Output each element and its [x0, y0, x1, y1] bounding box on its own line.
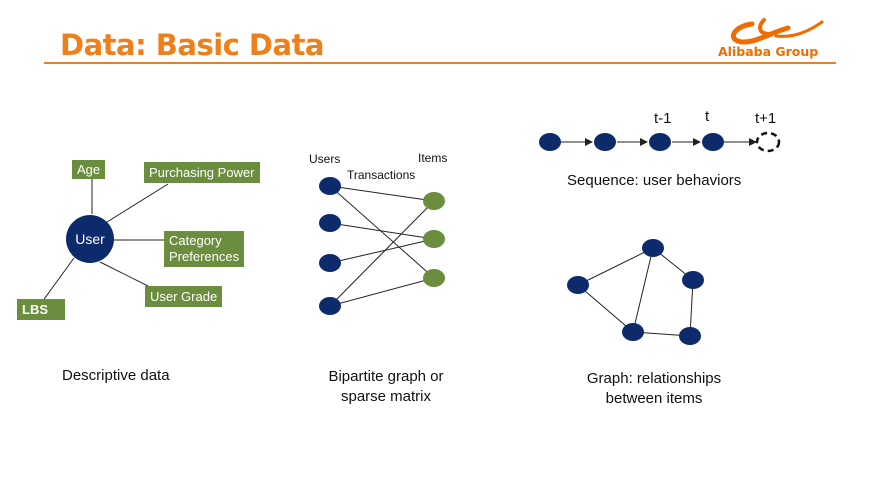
- bipartite-caption: Bipartite graph or sparse matrix: [328, 368, 444, 405]
- future-node: [755, 131, 781, 153]
- item-graph-edges: [577, 247, 694, 337]
- attribute-lbs: LBS: [17, 299, 65, 320]
- attribute-user-grade: User Grade: [145, 286, 223, 307]
- transactions-label: Transactions: [347, 168, 416, 182]
- user-node: [66, 215, 114, 263]
- bipartite-edges: [329, 185, 435, 307]
- attribute-category-preferences: Category Preferences: [164, 231, 245, 267]
- attribute-purchasing-power: Purchasing Power: [144, 162, 260, 183]
- label-t: t: [705, 108, 710, 125]
- graph-caption: Graph: relationships between items: [586, 370, 722, 407]
- alibaba-logo-icon: [730, 18, 824, 45]
- bipartite-item-nodes: [423, 192, 445, 287]
- label-t-plus-1: t+1: [755, 110, 777, 127]
- user-attribute-edges: [41, 176, 169, 303]
- bipartite-user-nodes: [319, 177, 341, 315]
- logo-text: Alibaba Group: [718, 44, 819, 59]
- page-title: Data: Basic Data: [60, 28, 325, 62]
- users-label: Users: [309, 152, 341, 166]
- title-divider: [44, 62, 836, 64]
- descriptive-caption: Descriptive data: [62, 367, 170, 384]
- item-graph-nodes: [567, 239, 704, 345]
- attribute-age: Age: [72, 160, 106, 179]
- sequence-nodes: [539, 133, 724, 151]
- items-label: Items: [418, 151, 448, 165]
- user-node-label: User: [75, 231, 105, 247]
- label-t-minus-1: t-1: [654, 110, 672, 127]
- sequence-caption: Sequence: user behaviors: [567, 172, 742, 189]
